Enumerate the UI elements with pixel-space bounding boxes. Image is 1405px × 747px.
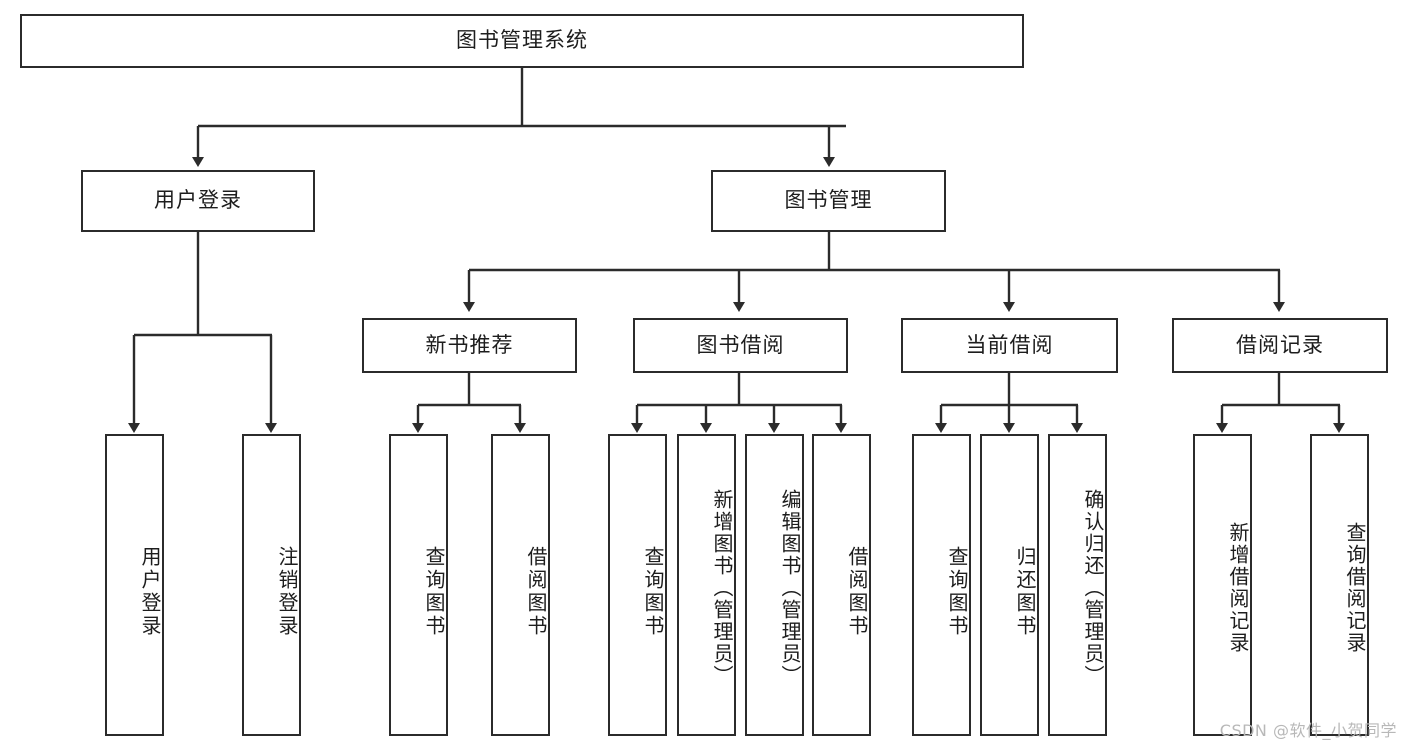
node-leaf-query-record[interactable]: 查询借阅记录 — [1310, 434, 1369, 736]
node-book-manage[interactable]: 图书管理 — [711, 170, 946, 232]
node-borrow-record[interactable]: 借阅记录 — [1172, 318, 1388, 373]
node-borrow-record-label: 借阅记录 — [1236, 332, 1324, 357]
node-current-borrow-label: 当前借阅 — [965, 332, 1054, 357]
node-book-borrow-label: 图书借阅 — [696, 332, 785, 357]
node-book-borrow[interactable]: 图书借阅 — [633, 318, 848, 373]
node-leaf-add-book[interactable]: 新增图书（管理员） — [677, 434, 736, 736]
node-book-manage-label: 图书管理 — [784, 188, 873, 213]
node-leaf-edit-book[interactable]: 编辑图书（管理员） — [745, 434, 804, 736]
node-leaf-query-book-1[interactable]: 查询图书 — [389, 434, 448, 736]
node-leaf-confirm-return-label: 确认归还（管理员） — [1081, 489, 1105, 687]
node-leaf-borrow-book-1[interactable]: 借阅图书 — [491, 434, 550, 736]
node-user-login[interactable]: 用户登录 — [81, 170, 315, 232]
node-leaf-query-book-2-label: 查询图书 — [641, 546, 665, 638]
node-leaf-add-record[interactable]: 新增借阅记录 — [1193, 434, 1252, 736]
node-leaf-query-book-2[interactable]: 查询图书 — [608, 434, 667, 736]
node-root-label: 图书管理系统 — [456, 28, 588, 53]
node-leaf-query-record-label: 查询借阅记录 — [1343, 522, 1367, 654]
node-user-login-label: 用户登录 — [154, 188, 242, 213]
node-leaf-query-book-3[interactable]: 查询图书 — [912, 434, 971, 736]
node-leaf-borrow-book-1-label: 借阅图书 — [524, 546, 548, 638]
node-new-book-recommend[interactable]: 新书推荐 — [362, 318, 577, 373]
node-leaf-query-book-3-label: 查询图书 — [945, 546, 969, 638]
node-leaf-edit-book-label: 编辑图书（管理员） — [778, 489, 802, 687]
node-leaf-return-book-label: 归还图书 — [1013, 546, 1037, 638]
node-leaf-add-record-label: 新增借阅记录 — [1226, 522, 1250, 654]
node-leaf-borrow-book-2-label: 借阅图书 — [845, 546, 869, 638]
node-leaf-borrow-book-2[interactable]: 借阅图书 — [812, 434, 871, 736]
node-leaf-confirm-return[interactable]: 确认归还（管理员） — [1048, 434, 1107, 736]
node-leaf-logout-label: 注销登录 — [275, 546, 299, 638]
node-leaf-add-book-label: 新增图书（管理员） — [710, 489, 734, 687]
node-leaf-user-login[interactable]: 用户登录 — [105, 434, 164, 736]
node-current-borrow[interactable]: 当前借阅 — [901, 318, 1118, 373]
node-leaf-query-book-1-label: 查询图书 — [422, 546, 446, 638]
watermark-text: CSDN @软件_小贺同学 — [1219, 721, 1397, 740]
node-root[interactable]: 图书管理系统 — [20, 14, 1024, 68]
node-leaf-return-book[interactable]: 归还图书 — [980, 434, 1039, 736]
node-leaf-logout[interactable]: 注销登录 — [242, 434, 301, 736]
node-new-book-recommend-label: 新书推荐 — [425, 332, 514, 357]
node-leaf-user-login-label: 用户登录 — [138, 546, 162, 638]
